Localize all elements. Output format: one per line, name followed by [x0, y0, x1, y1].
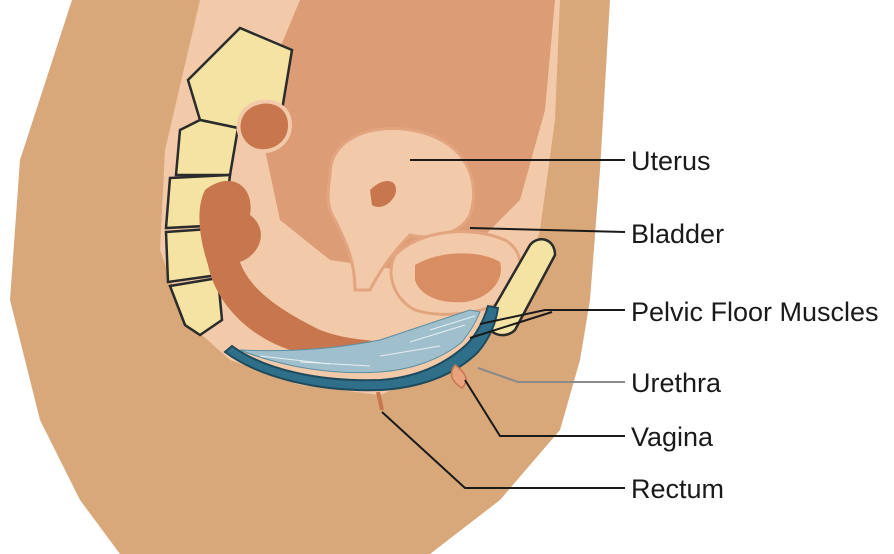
- label-urethra: Urethra: [631, 368, 722, 398]
- label-rectum: Rectum: [631, 474, 724, 504]
- label-bladder: Bladder: [631, 219, 724, 249]
- label-vagina: Vagina: [631, 422, 714, 452]
- label-uterus: Uterus: [631, 146, 711, 176]
- intestine-loop: [238, 102, 290, 152]
- label-pelvic-floor-muscles: Pelvic Floor Muscles: [631, 297, 879, 327]
